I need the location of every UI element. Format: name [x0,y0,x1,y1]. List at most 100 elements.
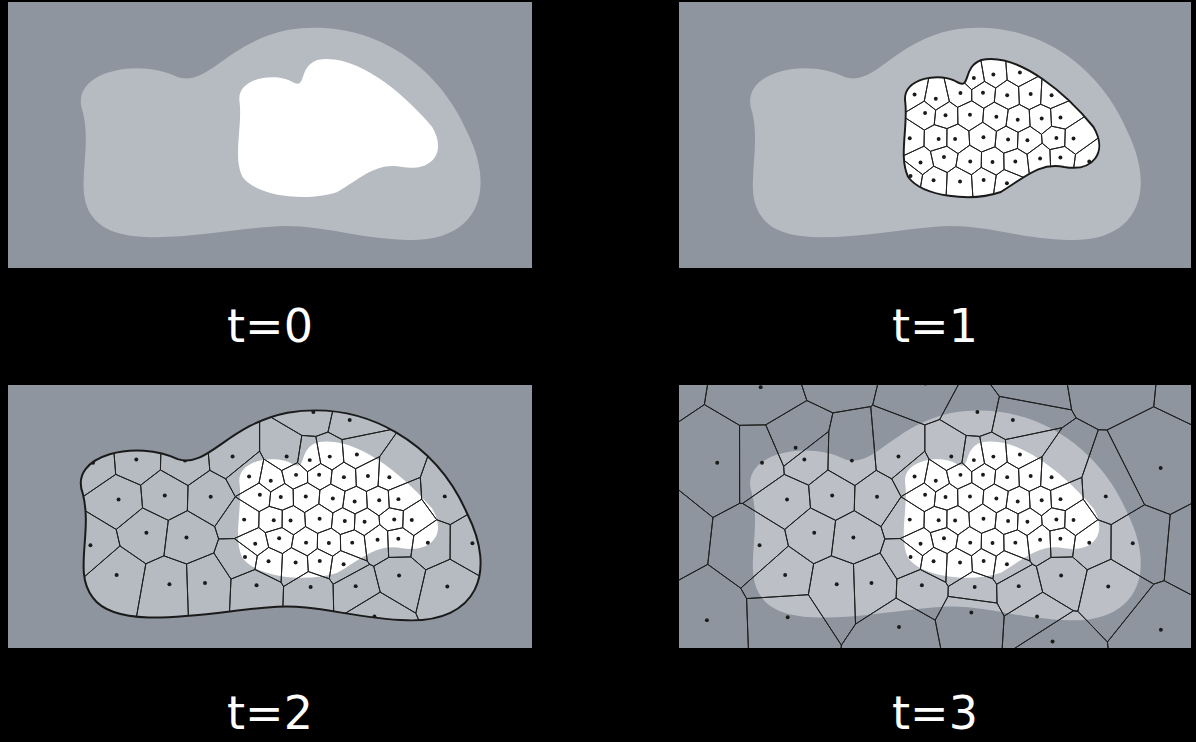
site-dot [786,615,790,619]
site-dot [830,494,834,498]
site-dot [1059,497,1063,501]
site-dot [968,113,972,117]
site-dot [294,560,298,564]
voronoi-cell [679,564,750,648]
site-dot [913,474,917,478]
site-dot [1005,475,1009,479]
site-dot [318,559,322,563]
voronoi-cell [935,596,1004,648]
site-dot [1054,517,1058,521]
site-dot [1050,93,1054,97]
voronoi-cell [1111,505,1170,584]
voronoi-cell [187,470,235,526]
voronoi-cell [73,474,142,529]
site-dot [167,582,171,586]
voronoi-cell [354,508,379,536]
voronoi-cell [906,2,985,90]
site-dot [258,493,262,497]
voronoi-cell [328,385,506,440]
voronoi-cell [766,401,833,467]
site-dot [309,585,313,589]
outer-region [81,28,481,240]
site-dot [991,541,995,545]
site-dot [1029,92,1033,96]
site-dot [318,517,322,521]
time-label: t=3 [892,690,978,736]
voronoi-cell [1164,473,1191,625]
site-dot [1131,541,1135,545]
voronoi-cell [1041,2,1191,109]
site-dot [968,494,972,498]
site-dot [870,581,874,585]
site-dot [304,494,308,498]
voronoi-cell [925,420,966,471]
site-dot [982,178,986,182]
voronoi-cell [854,470,901,526]
voronoi-cell [317,528,340,556]
voronoi-cell [679,2,934,115]
site-dot [363,520,367,524]
core-region [238,59,438,197]
voronoi-cell [141,470,188,520]
voronoi-cell [972,81,996,108]
site-dot [850,459,854,463]
voronoi-cell [679,453,713,612]
site-dot [1006,137,1010,141]
site-dot [1106,584,1110,588]
voronoi-cell [282,506,305,535]
site-dot [255,583,259,587]
voronoi-cell [934,483,958,510]
site-dot [1005,181,1009,185]
voronoi-cell [416,559,532,648]
voronoi-cell [782,385,892,413]
site-dot [163,494,167,498]
voronoi-cell [1019,457,1043,492]
site-dot [247,474,251,478]
voronoi-cell [971,167,996,268]
site-dot [1035,615,1039,619]
site-dot [294,473,298,477]
site-dot [923,385,927,386]
voronoi-cell [116,508,168,564]
site-dot [908,518,912,522]
voronoi-cell [120,556,191,648]
site-dot [958,179,962,183]
site-dot [932,559,936,563]
site-dot [1058,156,1062,160]
site-dot [919,542,923,546]
site-dot [426,541,430,545]
background [8,2,532,268]
panel-t1 [679,2,1191,268]
site-dot [377,498,381,502]
site-dot [1072,518,1076,522]
site-dot [396,537,400,541]
site-dot [343,519,347,523]
site-dot [1058,537,1062,541]
site-dot [785,497,789,501]
voronoi-cell [679,385,717,453]
outer-region [750,28,1141,240]
site-dot [331,497,335,501]
voronoi-cell [388,528,414,558]
panel-t2 [8,385,532,648]
site-dot [958,560,962,564]
site-dot [1038,156,1042,160]
site-dot [269,479,273,483]
voronoi-cell [994,80,1019,109]
background [679,385,1191,648]
voronoi-cell [187,553,231,648]
site-dot [1040,498,1044,502]
voronoi-cell [366,486,389,516]
site-dot [759,385,763,389]
site-dot [203,581,207,585]
site-dot [88,543,92,547]
voronoi-cell [704,385,806,425]
time-label: t=0 [227,303,313,349]
site-dot [991,160,995,164]
voronoi-cell [378,394,450,490]
voronoi-cell [997,2,1133,87]
voronoi-cell [871,405,925,479]
site-dot [1018,70,1022,74]
site-dot [376,538,380,542]
